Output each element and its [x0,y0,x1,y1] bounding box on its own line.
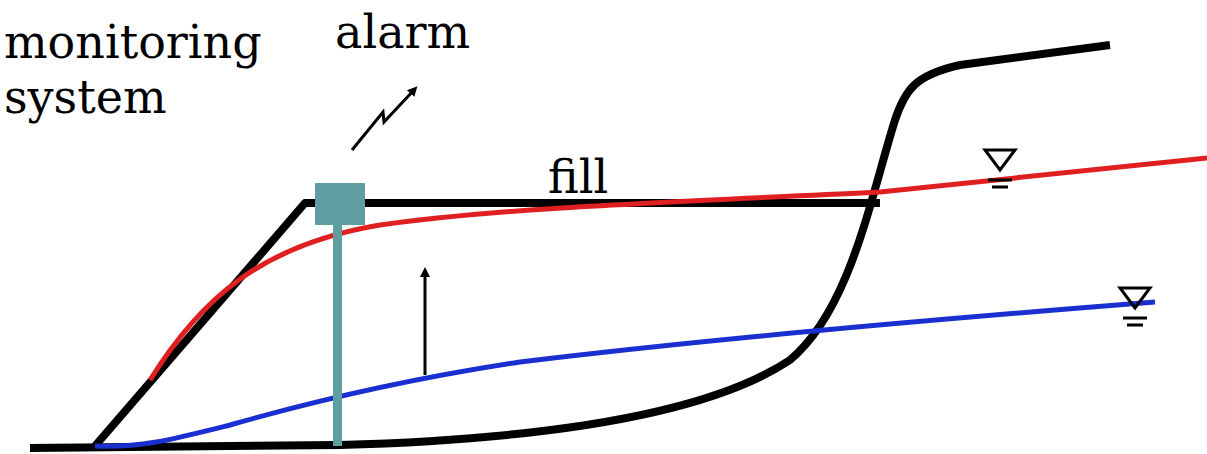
alarm-label: alarm [335,5,595,60]
alarm-signal [352,90,414,150]
water-table-symbol [985,150,1015,187]
rise-arrow [424,272,427,375]
water-table-symbol [1120,288,1150,325]
ground-line [30,45,1110,448]
fill-outline [95,203,880,446]
monitoring-label: monitoring system [4,15,299,125]
initial-water-table [95,302,1155,446]
monitoring-box [315,183,365,225]
fill-label: fill [548,150,748,205]
raised-water-table [150,158,1207,380]
monitoring-pole [333,222,342,446]
